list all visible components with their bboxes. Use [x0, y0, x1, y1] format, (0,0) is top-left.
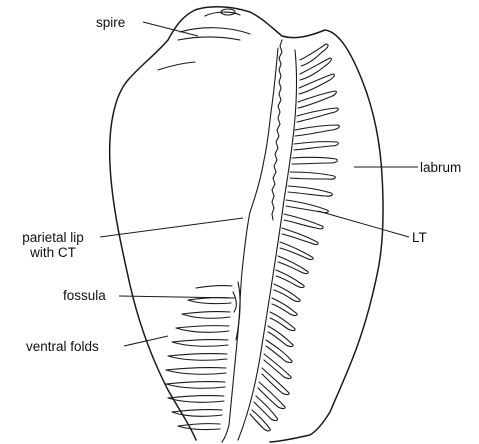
label-lt: LT [412, 230, 427, 245]
leader-lt [318, 211, 409, 237]
label-parietal-lip-line1: parietal lip [22, 230, 84, 245]
leader-parietal-lip [100, 218, 243, 237]
ventral-folds [166, 286, 232, 430]
label-parietal-lip-line2: with CT [29, 245, 76, 260]
aperture-inner-edge [222, 48, 278, 442]
leader-spire [143, 22, 198, 36]
label-labrum: labrum [420, 160, 461, 175]
spire-details [158, 9, 250, 70]
label-ventral-folds: ventral folds [26, 339, 99, 354]
leader-fossula [119, 296, 235, 298]
label-fossula: fossula [63, 288, 106, 303]
shell-outline [110, 7, 383, 442]
labral-teeth [250, 44, 339, 431]
ct-denticles [272, 40, 282, 220]
label-spire: spire [96, 15, 125, 30]
